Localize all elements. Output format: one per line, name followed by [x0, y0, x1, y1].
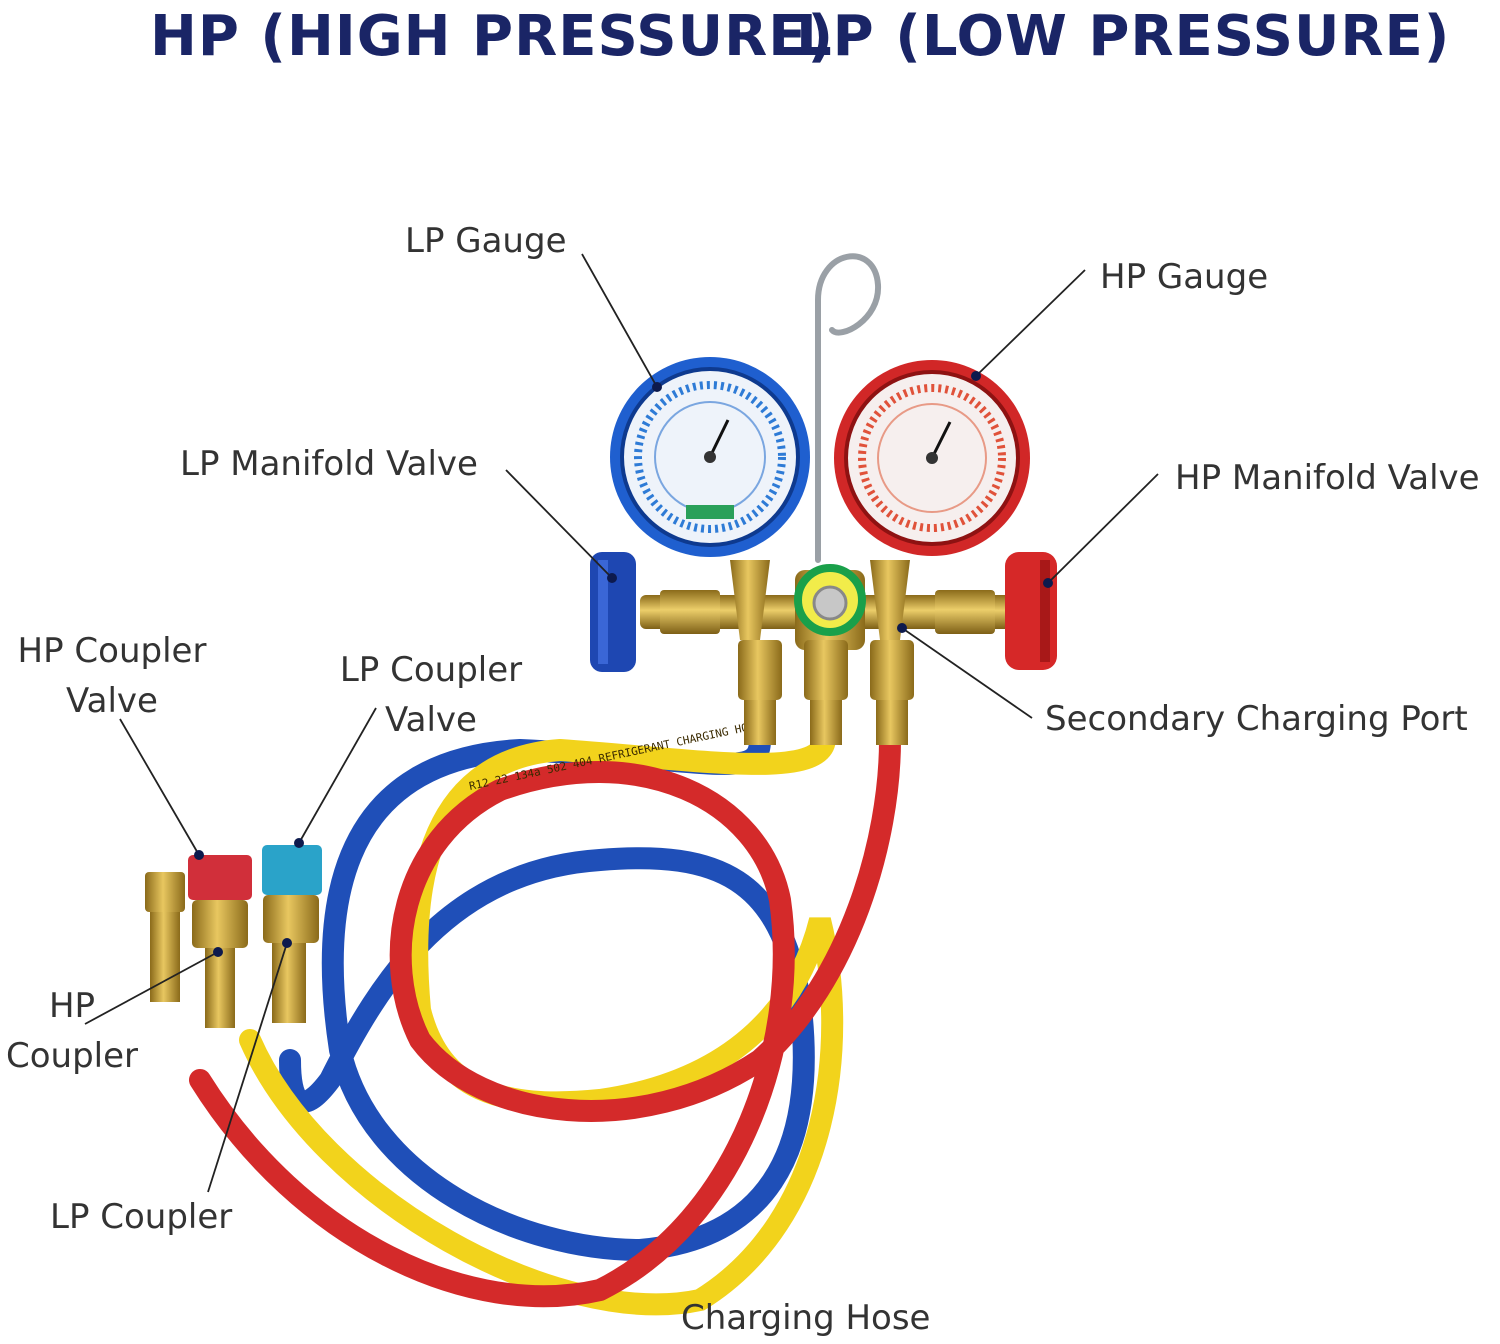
charging-hoses — [189, 729, 901, 1316]
marker-dots — [194, 371, 1053, 957]
yellow-hose — [239, 729, 844, 1316]
lp-heading: LP (LOW PRESSURE) — [796, 4, 1451, 69]
lp-coupler-label: LP Coupler — [50, 1197, 233, 1237]
lp-manifold-valve-label: LP Manifold Valve — [180, 444, 478, 484]
hp-coupler-label-line1: HP — [48, 986, 96, 1026]
charging-hose-label: Charging Hose — [681, 1298, 931, 1338]
lp-manifold-valve-knob[interactable] — [590, 552, 636, 672]
hp-manifold-valve-knob[interactable] — [1005, 552, 1057, 670]
hp-gauge — [834, 360, 1030, 556]
lp-coupler-valve-label: LP Coupler Valve — [338, 645, 524, 745]
couplers — [145, 845, 322, 1028]
hp-coupler-label-line2: Coupler — [5, 1036, 138, 1076]
hp-coupler-label: HP Coupler — [4, 981, 140, 1081]
hp-coupler-valve-label-line2: Valve — [66, 681, 158, 721]
secondary-charging-port-label: Secondary Charging Port — [1045, 699, 1468, 739]
lp-coupler-valve-label-line1: LP Coupler — [339, 650, 523, 690]
lp-coupler-valve-label-line2: Valve — [385, 700, 477, 740]
hp-coupler-valve-label: HP Coupler Valve — [16, 626, 208, 726]
leader-lines — [84, 253, 1159, 1193]
lp-gauge — [610, 357, 810, 557]
manifold-body — [640, 560, 1020, 745]
hp-manifold-valve-label: HP Manifold Valve — [1175, 458, 1480, 498]
hp-coupler-valve-label-line1: HP Coupler — [17, 631, 207, 671]
hp-heading: HP (HIGH PRESSURE) — [150, 4, 835, 69]
hp-gauge-label: HP Gauge — [1100, 257, 1269, 297]
hanging-hook — [815, 253, 882, 563]
red-hose — [189, 729, 901, 1308]
lp-gauge-label: LP Gauge — [405, 221, 567, 261]
